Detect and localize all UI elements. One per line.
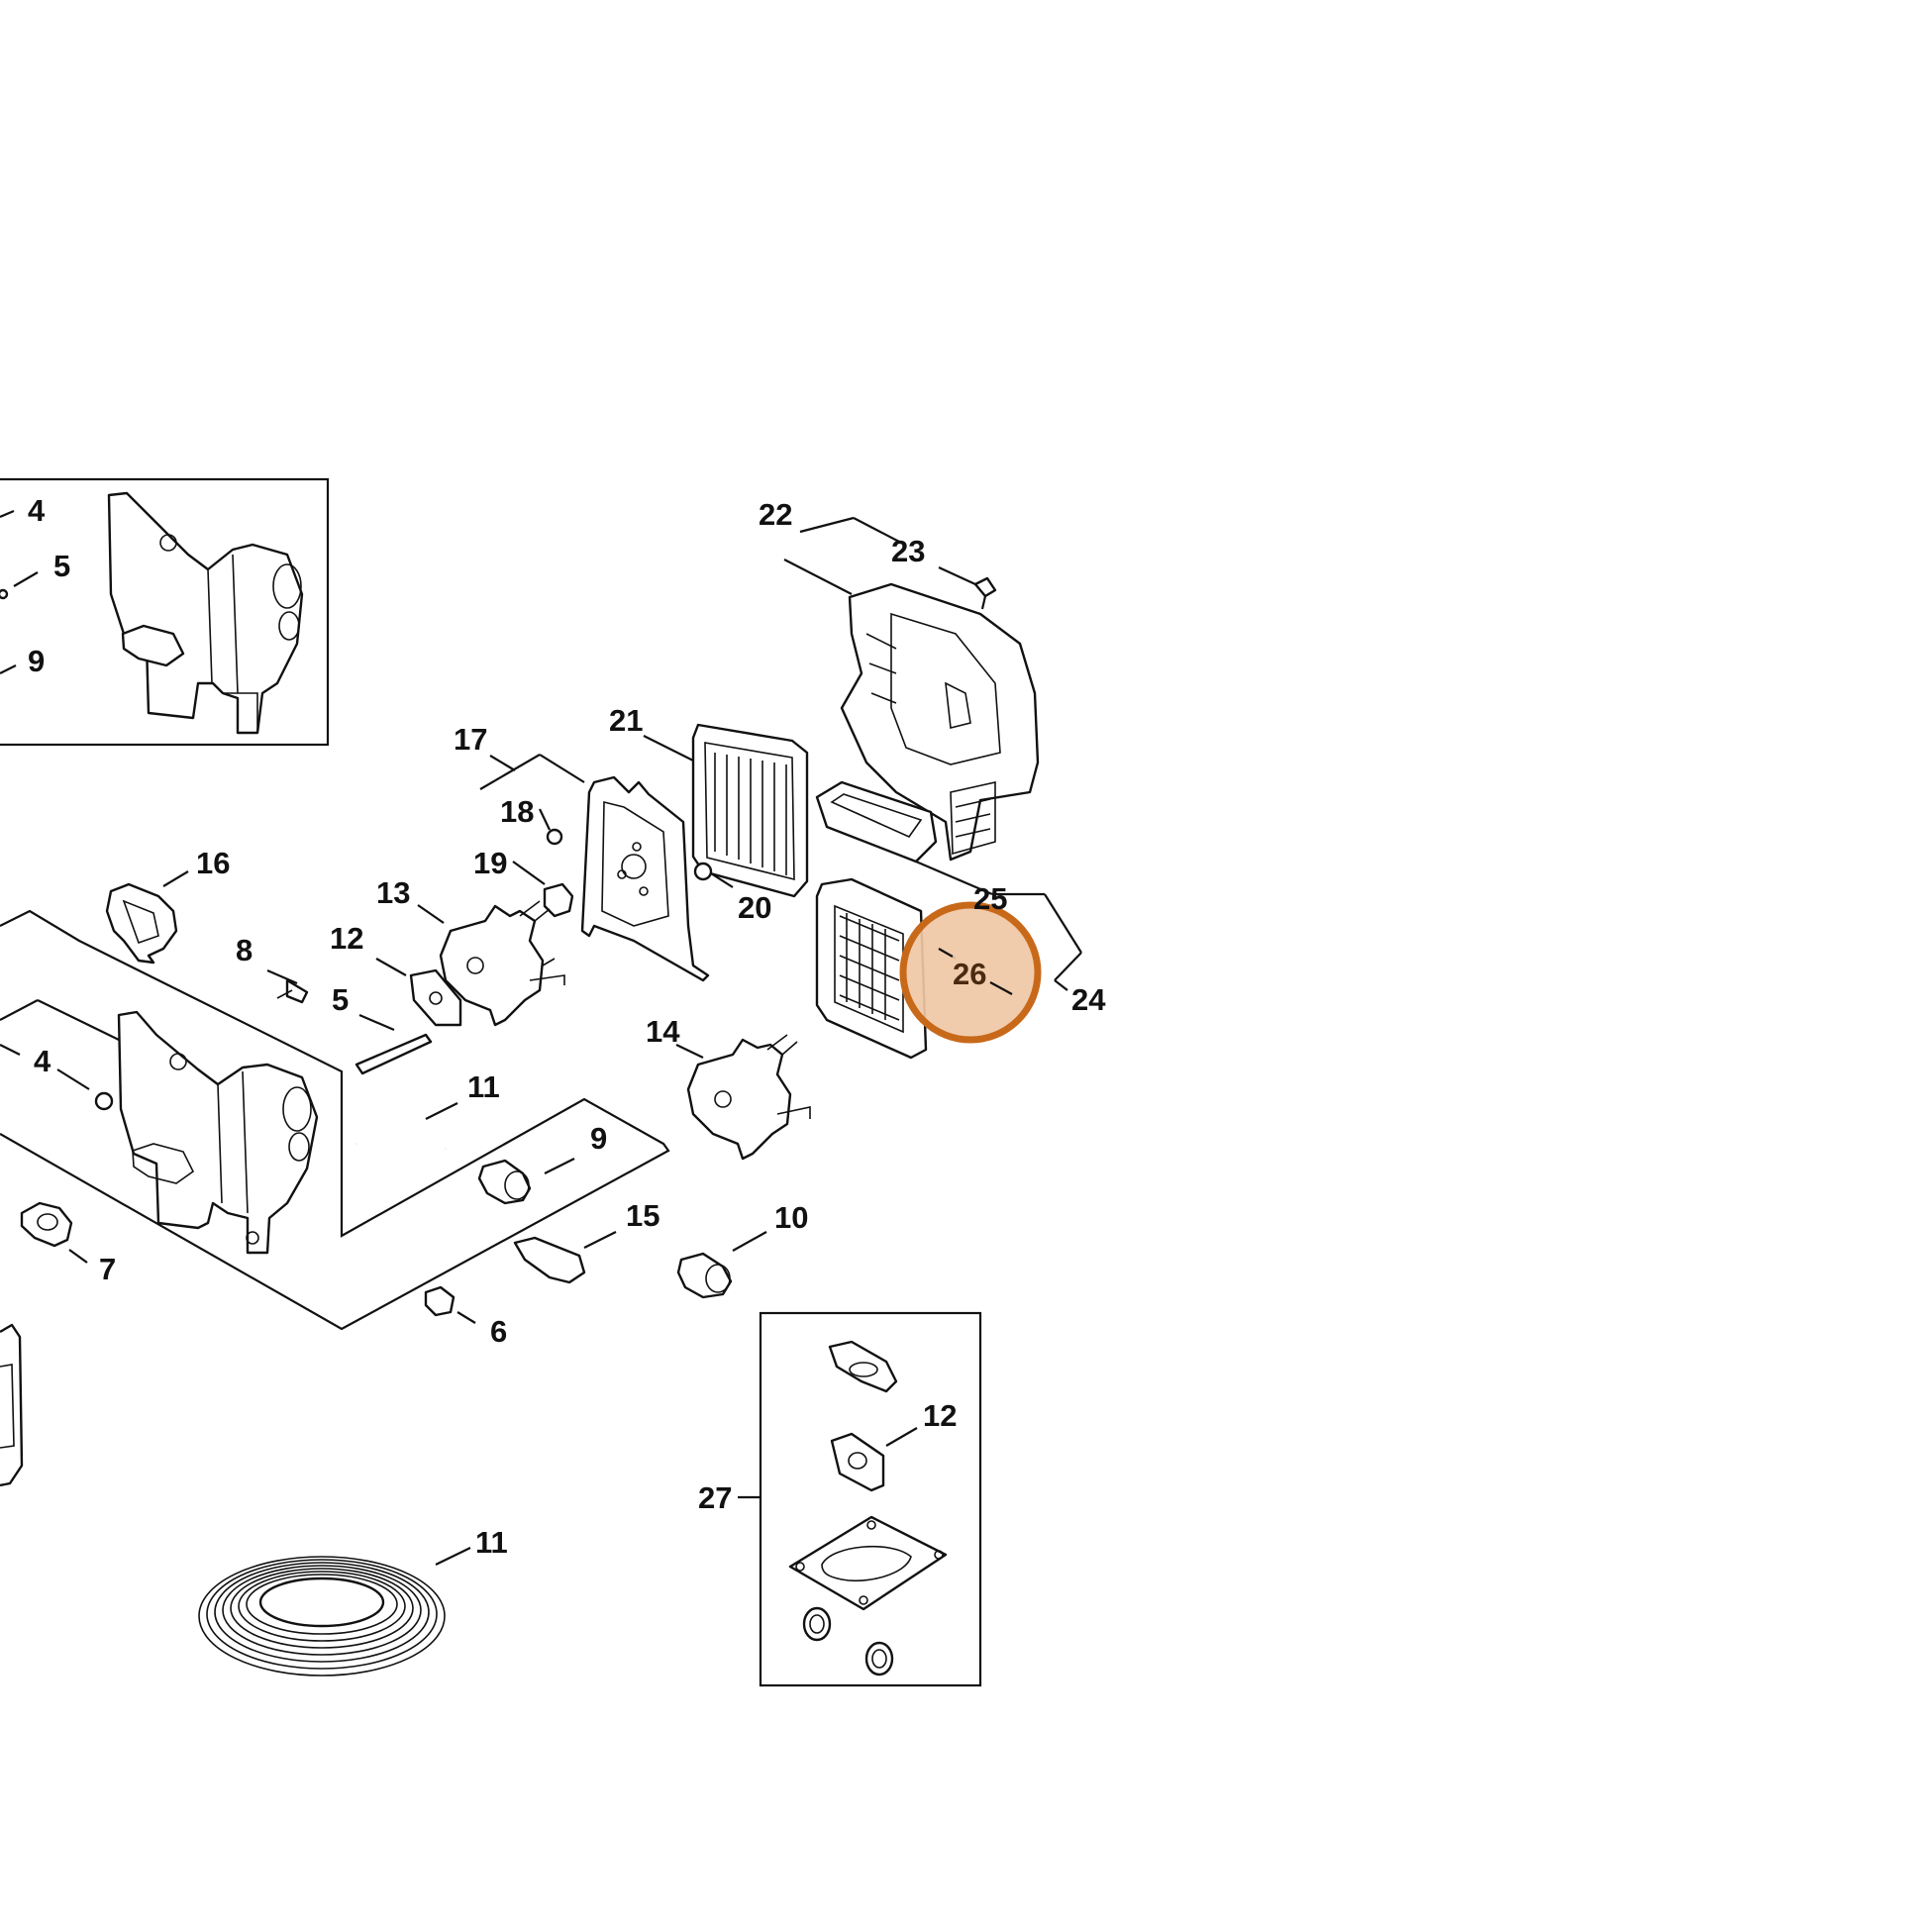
- part-7: [20, 1201, 88, 1264]
- callout-5-top[interactable]: 5: [53, 549, 70, 583]
- callout-9-lower[interactable]: 9: [590, 1121, 607, 1156]
- callout-20[interactable]: 20: [738, 890, 771, 925]
- coil-hose-11: [198, 1547, 471, 1677]
- callout-lines-17: [479, 754, 734, 888]
- callout-16[interactable]: 16: [196, 846, 230, 880]
- callout-line-21: [643, 735, 694, 762]
- carburetor-14: [675, 1034, 811, 1161]
- callout-26[interactable]: 26: [953, 957, 986, 991]
- nut-18: [546, 828, 563, 846]
- gasket-kit-parts: [788, 1340, 948, 1677]
- callout-27[interactable]: 27: [698, 1480, 732, 1515]
- callout-17[interactable]: 17: [454, 722, 487, 757]
- callout-9-top[interactable]: 9: [28, 644, 45, 678]
- housing-lower: [117, 1010, 319, 1255]
- callout-14[interactable]: 14: [646, 1014, 680, 1049]
- clip-6: [424, 1285, 476, 1324]
- callout-21[interactable]: 21: [609, 703, 643, 738]
- callout-5-lower[interactable]: 5: [332, 982, 349, 1017]
- callout-12-left[interactable]: 12: [330, 921, 363, 956]
- gasket-kit-box: [738, 1311, 982, 1687]
- fuel-hose-11: [354, 1102, 458, 1152]
- housing-top: [107, 491, 304, 735]
- inset-box-top: [0, 477, 330, 747]
- callout-line-26: [938, 948, 954, 958]
- screw-23: [973, 576, 997, 610]
- callout-18[interactable]: 18: [500, 794, 534, 829]
- callout-12-kit[interactable]: 12: [923, 1398, 957, 1433]
- callout-7[interactable]: 7: [99, 1252, 116, 1286]
- stud-5: [355, 1013, 433, 1075]
- callout-25[interactable]: 25: [973, 881, 1007, 916]
- filter-cover: [840, 582, 1040, 862]
- lower-frame: [0, 909, 670, 1331]
- callout-19[interactable]: 19: [473, 846, 507, 880]
- nut-20: [693, 862, 713, 881]
- air-filter-26: [815, 877, 928, 1060]
- callout-6[interactable]: 6: [490, 1314, 507, 1349]
- shroud-16: [105, 870, 189, 965]
- screw-8: [266, 968, 309, 1004]
- primer-9: [477, 1158, 575, 1205]
- callout-23[interactable]: 23: [891, 534, 925, 568]
- fitting-15: [513, 1231, 617, 1284]
- callout-15[interactable]: 15: [626, 1198, 659, 1233]
- carb-plate-17: [580, 775, 710, 982]
- air-filter-21: [691, 723, 809, 898]
- callout-4-lower[interactable]: 4: [34, 1044, 51, 1078]
- callout-lines-22-23: [783, 516, 976, 595]
- callout-22[interactable]: 22: [759, 497, 792, 532]
- primer-10: [676, 1231, 767, 1299]
- sleeve-19: [543, 882, 574, 918]
- callout-line-26b: [989, 981, 1013, 995]
- callout-11-hose[interactable]: 11: [467, 1069, 500, 1104]
- callout-11-coil[interactable]: 11: [475, 1525, 508, 1560]
- callout-4-top[interactable]: 4: [28, 493, 46, 528]
- nut-4-lower: [56, 1068, 114, 1111]
- callout-10[interactable]: 10: [774, 1200, 808, 1235]
- callout-8[interactable]: 8: [236, 933, 253, 967]
- carburetor-13: [417, 900, 565, 1027]
- callout-13[interactable]: 13: [376, 875, 410, 910]
- gasket-12-left: [375, 958, 462, 1027]
- highlight-circle[interactable]: [899, 901, 1042, 1044]
- callout-24[interactable]: 24: [1071, 982, 1106, 1017]
- edge-part: [0, 1323, 24, 1487]
- tray-25: [815, 780, 993, 896]
